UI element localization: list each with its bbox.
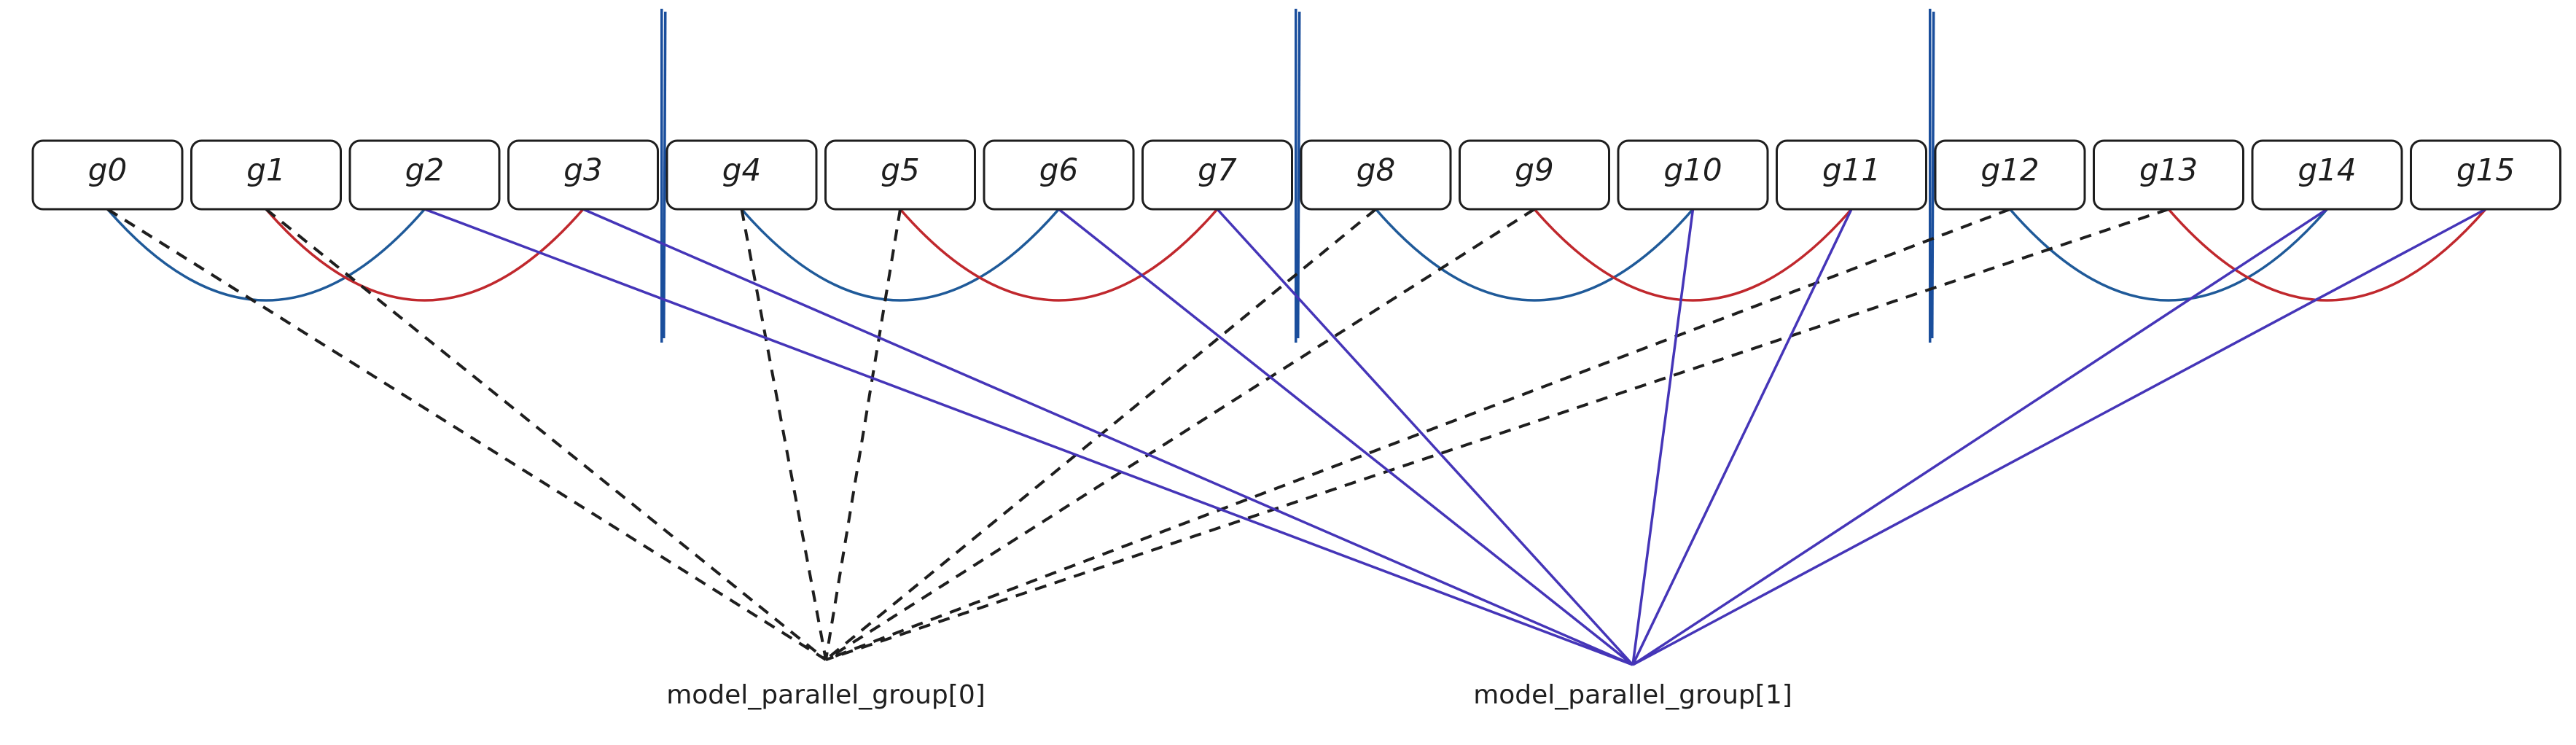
gpu-box-g13: g13 xyxy=(2093,139,2244,211)
gpu-box-frame xyxy=(1300,139,1452,211)
model-parallel-lines xyxy=(106,208,2486,666)
gpu-label: g10 xyxy=(1663,152,1722,188)
gpu-label: g14 xyxy=(2298,152,2356,188)
gpu-label: g8 xyxy=(1357,152,1395,188)
gpu-box-g15: g15 xyxy=(2410,139,2561,211)
gpu-label: g1 xyxy=(246,152,285,188)
group-1-link-g2 xyxy=(424,208,1634,666)
pair-curve-8-10 xyxy=(1375,208,1694,302)
node-divider-1 xyxy=(1297,11,1301,339)
group-0-link-g4 xyxy=(740,208,827,660)
group-1-link-g6 xyxy=(1058,208,1634,666)
gpu-box-frame xyxy=(983,139,1135,211)
group-0-link-g12 xyxy=(825,208,2011,661)
gpu-label: g5 xyxy=(881,152,919,188)
group-labels: model_parallel_group[0] model_parallel_g… xyxy=(666,680,1792,710)
gpu-label: g11 xyxy=(1822,152,1881,188)
pair-curve-5-7 xyxy=(899,208,1219,302)
pair-curve-13-15 xyxy=(2167,208,2487,302)
gpu-row: g0 g1 g2 g3 g4 g5 g6 g7 g8 g9 g10 g11 g12 g13 g14 g15 xyxy=(31,139,2561,211)
group-1-link-g3 xyxy=(582,208,1634,666)
gpu-box-g8: g8 xyxy=(1300,139,1452,211)
gpu-label: g12 xyxy=(1980,152,2039,188)
gpu-label: g6 xyxy=(1039,152,1078,188)
group-1-link-g10 xyxy=(1631,208,1695,666)
gpu-box-g10: g10 xyxy=(1617,139,1769,211)
gpu-box-frame xyxy=(1934,139,2086,211)
group-1-link-g11 xyxy=(1631,208,1853,666)
gpu-box-g4: g4 xyxy=(666,139,818,211)
gpu-box-g6: g6 xyxy=(983,139,1135,211)
gpu-box-frame xyxy=(1776,139,1927,211)
gpu-box-g12: g12 xyxy=(1934,139,2086,211)
gpu-box-g5: g5 xyxy=(824,139,976,211)
gpu-box-g1: g1 xyxy=(190,139,342,211)
gpu-label: g3 xyxy=(563,152,602,188)
group-0-link-g13 xyxy=(825,208,2169,661)
gpu-box-g0: g0 xyxy=(31,139,184,211)
group-label-0: model_parallel_group[0] xyxy=(666,680,985,710)
gpu-box-frame xyxy=(2251,139,2403,211)
gpu-box-frame xyxy=(190,139,342,211)
gpu-box-frame xyxy=(2093,139,2244,211)
gpu-box-frame xyxy=(31,139,184,211)
gpu-box-frame xyxy=(1141,139,1293,211)
group-0-link-g1 xyxy=(265,208,827,661)
node-dividers xyxy=(660,9,1935,343)
gpu-box-frame xyxy=(2410,139,2561,211)
pair-curve-4-6 xyxy=(741,208,1060,302)
node-divider-2 xyxy=(1931,11,1935,339)
gpu-label: g4 xyxy=(722,152,761,188)
gpu-label: g15 xyxy=(2456,152,2515,188)
pair-curve-1-3 xyxy=(265,208,585,302)
gpu-box-g3: g3 xyxy=(507,139,659,211)
group-label-1: model_parallel_group[1] xyxy=(1473,680,1792,710)
group-1-link-g7 xyxy=(1216,208,1634,666)
group-0-link-g9 xyxy=(824,208,1536,661)
gpu-box-g2: g2 xyxy=(348,139,501,211)
pair-curve-0-2 xyxy=(106,208,426,302)
gpu-box-frame xyxy=(1617,139,1769,211)
gpu-box-g7: g7 xyxy=(1141,139,1293,211)
group-0-link-g0 xyxy=(106,208,827,661)
gpu-label: g13 xyxy=(2139,152,2198,188)
gpu-label: g0 xyxy=(88,152,127,188)
gpu-box-frame xyxy=(348,139,501,211)
gpu-box-g11: g11 xyxy=(1776,139,1927,211)
gpu-box-frame xyxy=(507,139,659,211)
pair-curves xyxy=(106,208,2487,302)
gpu-label: g9 xyxy=(1515,152,1553,188)
group-1-link-g14 xyxy=(1632,208,2328,666)
gpu-box-frame xyxy=(824,139,976,211)
pair-curve-9-11 xyxy=(1533,208,1853,302)
node-divider-0 xyxy=(663,11,667,339)
gpu-box-frame xyxy=(1459,139,1610,211)
gpu-box-g9: g9 xyxy=(1459,139,1610,211)
gpu-label: g2 xyxy=(405,152,444,188)
gpu-box-g14: g14 xyxy=(2251,139,2403,211)
group-1-link-g15 xyxy=(1632,208,2486,666)
gpu-box-frame xyxy=(666,139,818,211)
group-0-link-g5 xyxy=(824,208,902,660)
pair-curve-12-14 xyxy=(2009,208,2328,302)
gpu-label: g7 xyxy=(1198,152,1237,188)
